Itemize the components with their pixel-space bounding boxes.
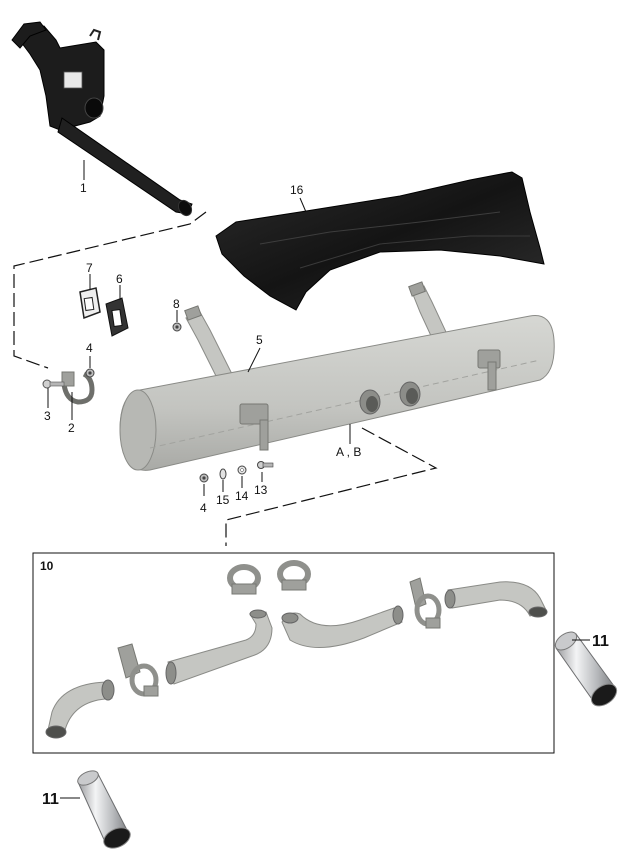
callout-4-top: 4	[86, 341, 93, 355]
callout-13: 13	[254, 483, 268, 497]
washer-14-part	[237, 465, 247, 475]
callout-6: 6	[116, 272, 123, 286]
nut-4-top-part	[85, 368, 95, 378]
bolt-3-part	[42, 379, 65, 389]
tailpipe-tip-right-part	[554, 631, 618, 707]
callout-16: 16	[290, 183, 304, 197]
tailpipe-tip-left-part	[77, 770, 131, 849]
callout-7: 7	[86, 261, 93, 275]
bolt-13-part	[257, 461, 274, 469]
callout-15: 15	[216, 493, 230, 507]
heater-box-part	[11, 21, 193, 217]
callout-5: 5	[256, 333, 263, 347]
connector-ab-to-kit	[225, 427, 438, 546]
leader-lines	[47, 160, 590, 799]
muffler-part	[119, 281, 555, 471]
gasket-7-part	[79, 287, 101, 320]
pipe-kit-parts	[45, 560, 548, 739]
callout-4-bottom: 4	[200, 501, 207, 515]
nut-4-bottom-part	[199, 473, 209, 483]
callout-10: 10	[40, 559, 54, 573]
callout-1: 1	[80, 181, 87, 195]
nut-8-part	[172, 322, 182, 332]
connector-heater-to-clamp	[13, 211, 207, 369]
callout-3: 3	[44, 409, 51, 423]
clamp-2-part	[61, 371, 95, 405]
callout-11-right: 11	[592, 633, 609, 650]
kit-10-box	[32, 552, 555, 754]
gasket-6-part	[105, 297, 129, 337]
part-label-sticker	[63, 71, 83, 89]
callout-8: 8	[173, 297, 180, 311]
callout-ab: A , B	[336, 445, 361, 459]
clamp-kit-right	[277, 560, 311, 591]
callout-11-left: 11	[42, 791, 59, 808]
heat-shield-part	[215, 171, 545, 311]
washer-15-part	[219, 468, 227, 480]
callout-2: 2	[68, 421, 75, 435]
clamp-kit-left	[227, 564, 261, 595]
callout-14: 14	[235, 489, 249, 503]
